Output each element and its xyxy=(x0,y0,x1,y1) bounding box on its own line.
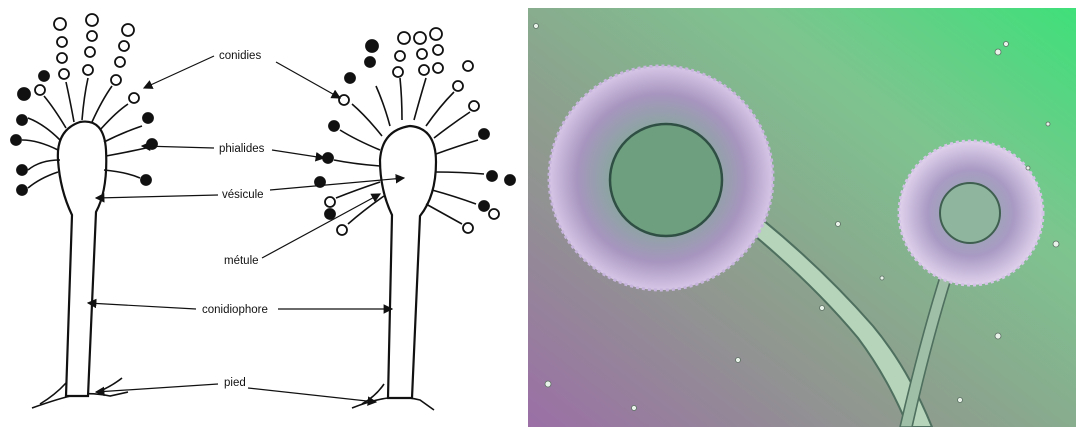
aspergillus-line-drawing: conidies phialides vésicule métule conid… xyxy=(0,0,520,427)
label-pied-text: pied xyxy=(224,377,246,389)
label-phialides-text: phialides xyxy=(219,143,265,155)
label-metule: métule xyxy=(224,194,380,267)
right-conidiophore xyxy=(315,28,515,410)
conidial-head-large xyxy=(549,66,773,290)
left-conidiophore xyxy=(11,14,157,408)
aspergillus-micrograph xyxy=(528,8,1076,427)
conidial-head-small xyxy=(899,141,1043,285)
label-conidiophore: conidiophore xyxy=(88,303,392,316)
label-conidiophore-text: conidiophore xyxy=(202,304,268,316)
label-pied: pied xyxy=(96,377,376,402)
label-vesicule-text: vésicule xyxy=(222,189,264,201)
label-phialides: phialides xyxy=(142,143,324,158)
label-conidies-text: conidies xyxy=(219,50,261,62)
label-conidies: conidies xyxy=(144,50,340,98)
label-metule-text: métule xyxy=(224,255,259,267)
